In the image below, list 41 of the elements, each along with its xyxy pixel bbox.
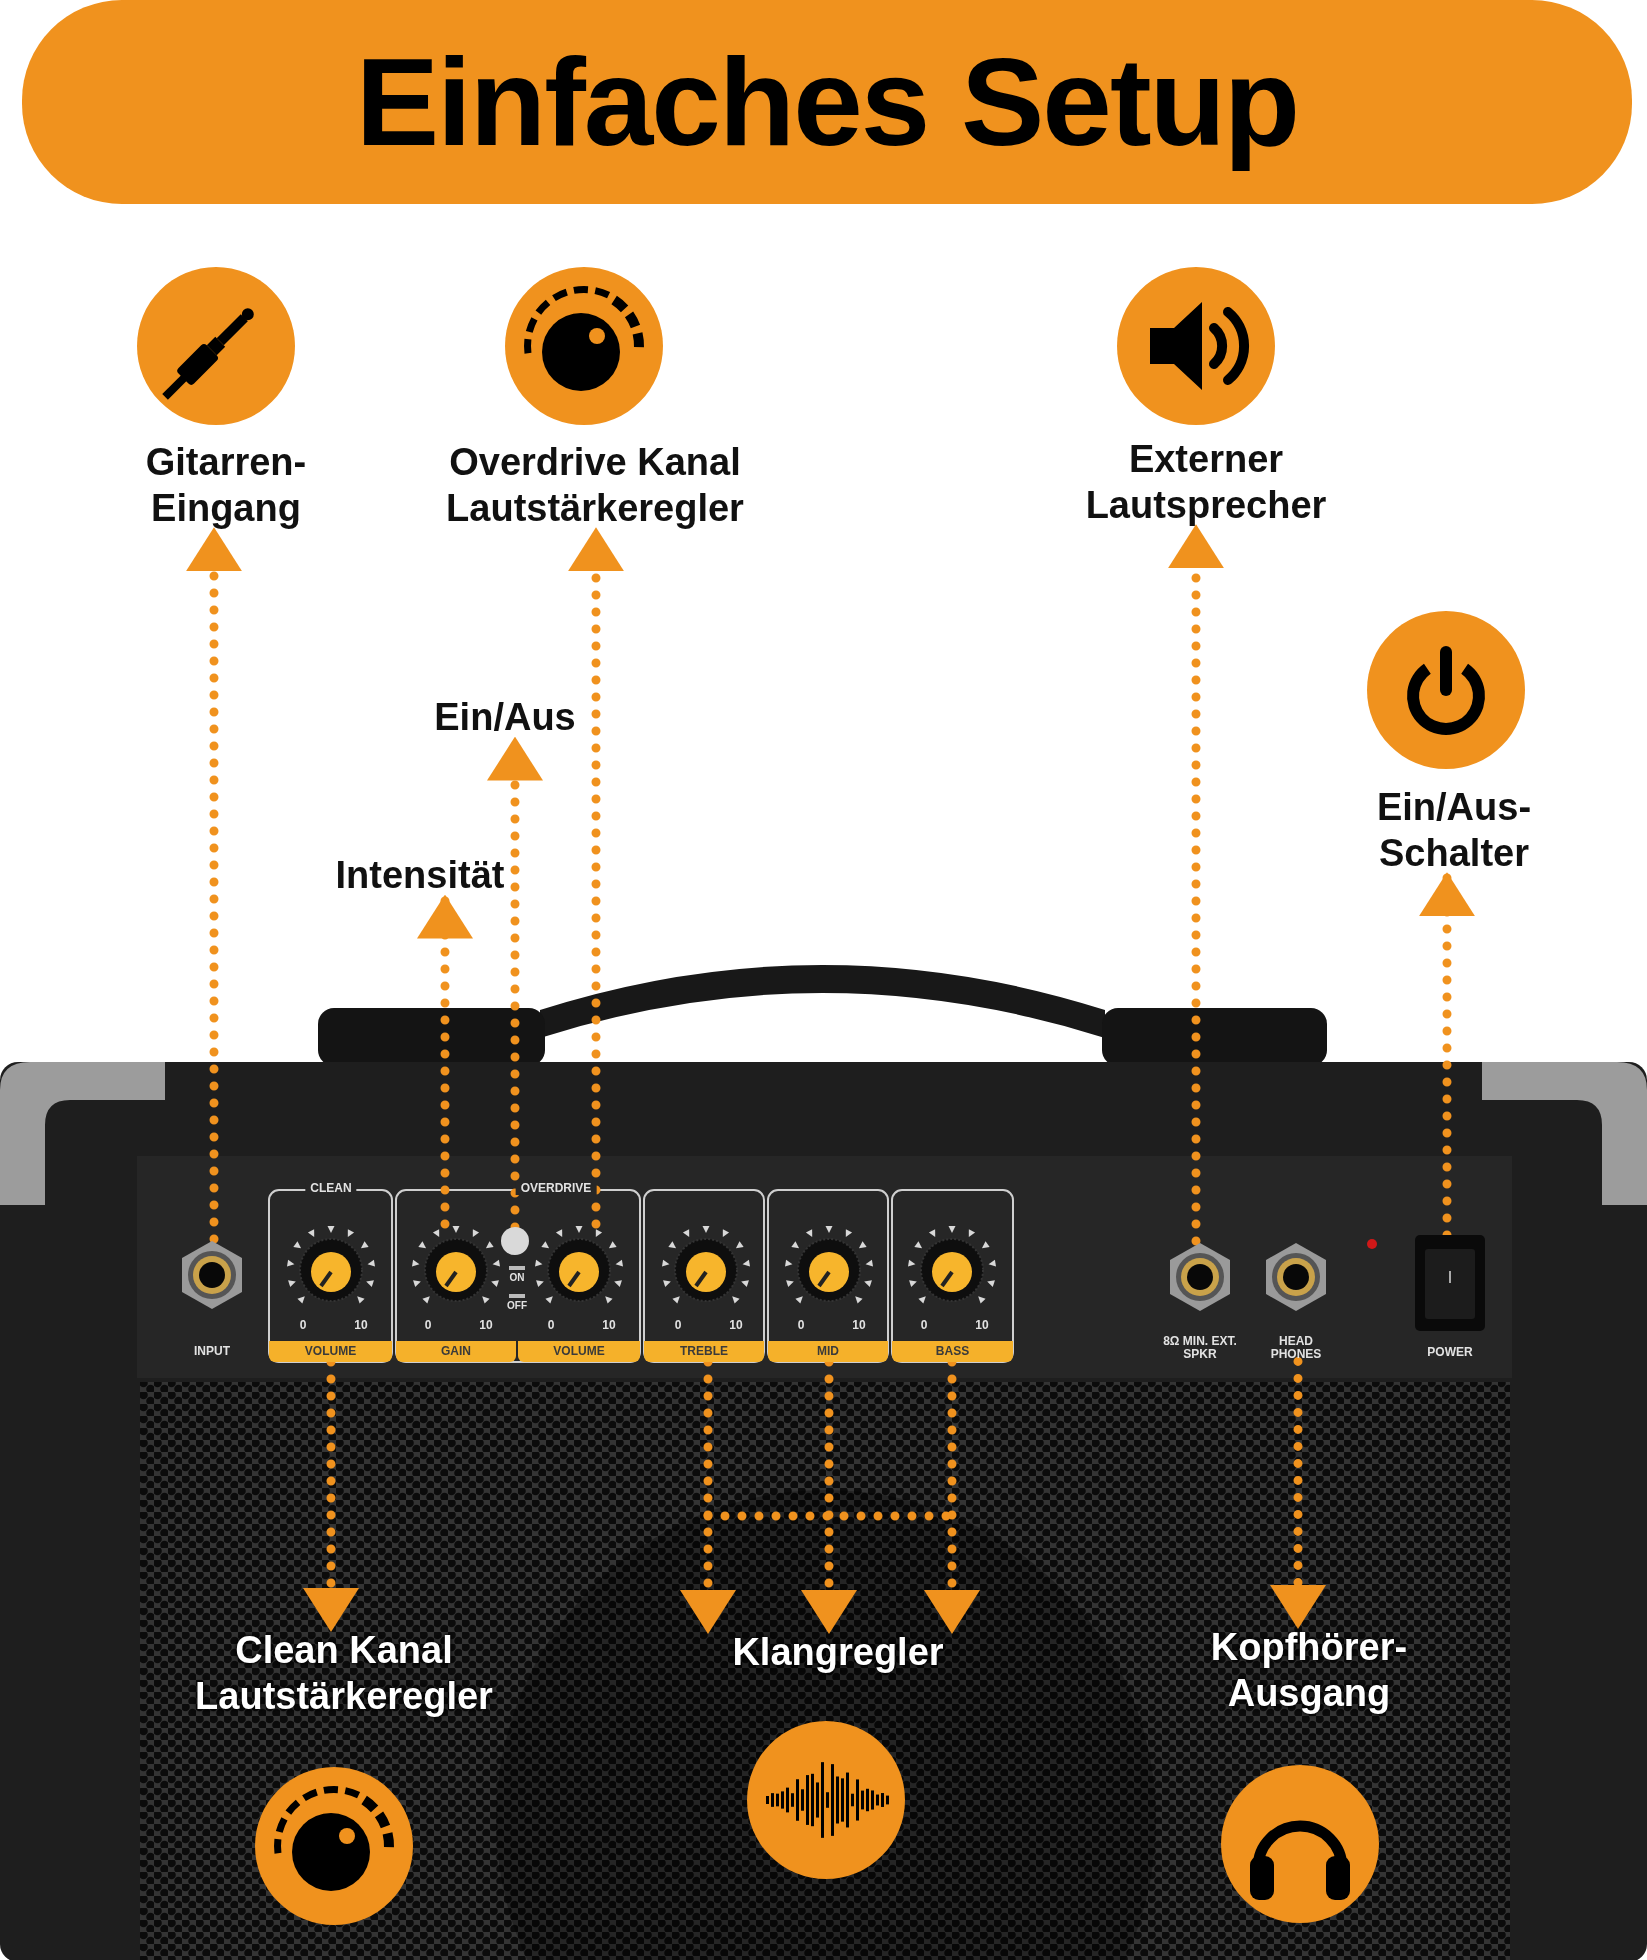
dotted-arrow [417, 894, 473, 1229]
callout-label: Kopfhörer- Ausgang [1174, 1625, 1444, 1717]
callout-label: Overdrive Kanal Lautstärkeregler [415, 440, 775, 532]
dotted-arrow [1168, 523, 1224, 1246]
scale-number: 0 [299, 1319, 307, 1333]
control-label-tab: TREBLE [644, 1341, 764, 1362]
panel-label: ON [509, 1272, 525, 1283]
scale-number: 10 [354, 1319, 368, 1333]
callout-label: Klangregler [688, 1630, 988, 1676]
control-label-tab: MID [768, 1341, 888, 1362]
dotted-arrow [186, 526, 242, 1244]
scale-number: 0 [547, 1319, 555, 1333]
jack-label: HEAD PHONES [1256, 1335, 1336, 1362]
scale-number: 10 [602, 1319, 616, 1333]
scale-number: 10 [479, 1319, 493, 1333]
scale-number: 10 [852, 1319, 866, 1333]
callout-label: Gitarren- Eingang [96, 440, 356, 532]
panel-label: INPUT [194, 1345, 230, 1359]
scale-number: 10 [729, 1319, 743, 1333]
panel-label: OFF [507, 1300, 527, 1311]
control-label-tab: GAIN [396, 1341, 516, 1362]
control-label-tab: BASS [892, 1341, 1013, 1362]
control-label-tab: VOLUME [269, 1341, 392, 1362]
panel-label: OVERDRIVE [515, 1182, 597, 1196]
power-switch [1415, 1235, 1485, 1331]
scale-number: 0 [797, 1319, 805, 1333]
callout-label: Intensität [335, 853, 505, 899]
callout-label: Externer Lautsprecher [1046, 437, 1366, 529]
panel-label: POWER [1427, 1346, 1473, 1360]
push-button [501, 1227, 529, 1255]
scale-number: 0 [424, 1319, 432, 1333]
callout-label: Ein/Aus- Schalter [1349, 785, 1559, 877]
control-label-tab: VOLUME [518, 1341, 640, 1362]
dotted-arrow [568, 526, 624, 1229]
callout-label: Clean Kanal Lautstärkeregler [134, 1628, 554, 1720]
panel-label: 8Ω MIN. EXT. SPKR [1162, 1335, 1238, 1362]
callout-label: Ein/Aus [430, 695, 580, 741]
scale-number: 10 [975, 1319, 989, 1333]
scale-number: 0 [674, 1319, 682, 1333]
scale-number: 0 [920, 1319, 928, 1333]
title-banner: Einfaches Setup [22, 0, 1632, 204]
